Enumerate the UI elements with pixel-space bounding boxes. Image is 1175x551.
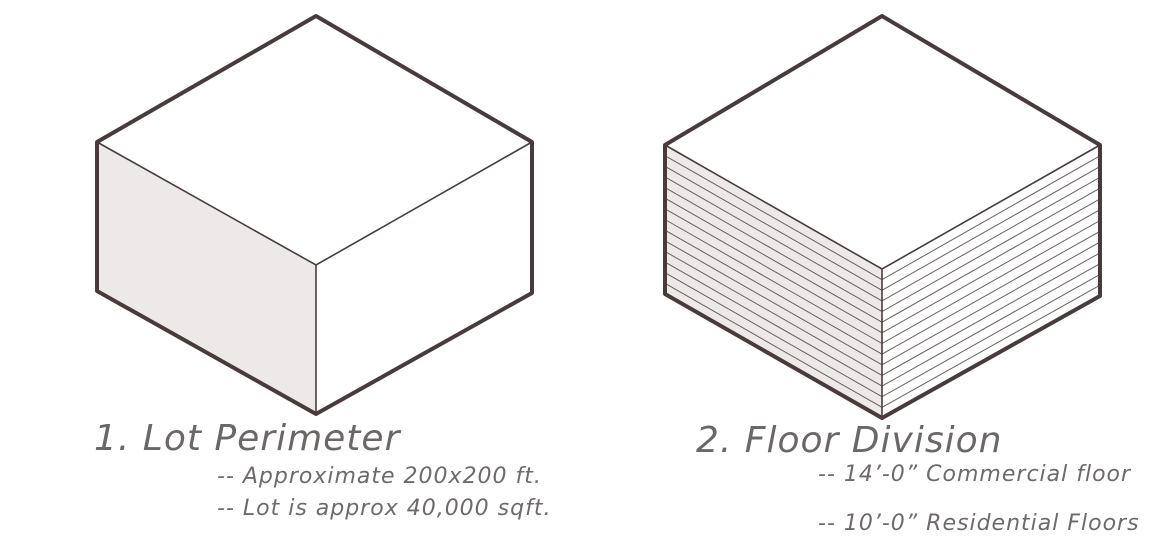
floor-line-left <box>664 229 883 355</box>
floor-line-right <box>881 166 1101 291</box>
floor-line-right <box>881 176 1101 302</box>
floor-line-left <box>664 176 883 302</box>
floor-line-right <box>881 284 1101 408</box>
lot-block-outline <box>95 14 534 416</box>
floor-line-right <box>881 187 1101 313</box>
floor-line-right <box>881 155 1101 281</box>
floor-line-right <box>881 230 1101 355</box>
lot-perimeter-note-area: -- Lot is approx 40,000 sqft. <box>217 496 552 521</box>
lot-block-right-face <box>316 142 532 414</box>
floor-line-left <box>664 272 883 398</box>
floor-line-left <box>664 187 883 313</box>
floor-line-right <box>881 263 1101 387</box>
floor-line-right <box>881 241 1101 366</box>
floor-line-left <box>664 165 883 291</box>
floor-division-note-residential: -- 10’-0” Residential Floors <box>818 511 1140 536</box>
floor-line-right <box>881 252 1101 376</box>
floor-line-right <box>881 198 1101 323</box>
floor-line-right <box>881 220 1101 344</box>
floor-block-top-face <box>665 16 1100 269</box>
lot-block-left-face <box>97 142 316 414</box>
floor-division-title: 2. Floor Division <box>696 420 1003 461</box>
floor-line-left <box>664 282 883 408</box>
lot-perimeter-title: 1. Lot Perimeter <box>94 418 401 459</box>
floor-line-right <box>881 209 1101 334</box>
floor-line-left <box>664 208 883 334</box>
floor-line-left <box>664 219 883 344</box>
floor-division-note-commercial: -- 14’-0” Commercial floor <box>818 462 1132 487</box>
floor-lines <box>664 155 1101 408</box>
lot-perimeter-block <box>95 14 534 416</box>
floor-line-left <box>664 240 883 366</box>
floor-line-left <box>664 197 883 323</box>
floor-line-right <box>881 273 1101 398</box>
lot-perimeter-note-dimensions: -- Approximate 200x200 ft. <box>217 464 542 489</box>
floor-division-block <box>663 14 1102 420</box>
floor-line-left <box>664 155 883 281</box>
floor-block-outline <box>663 14 1102 420</box>
floor-line-left <box>664 261 883 387</box>
floor-line-left <box>664 250 883 376</box>
